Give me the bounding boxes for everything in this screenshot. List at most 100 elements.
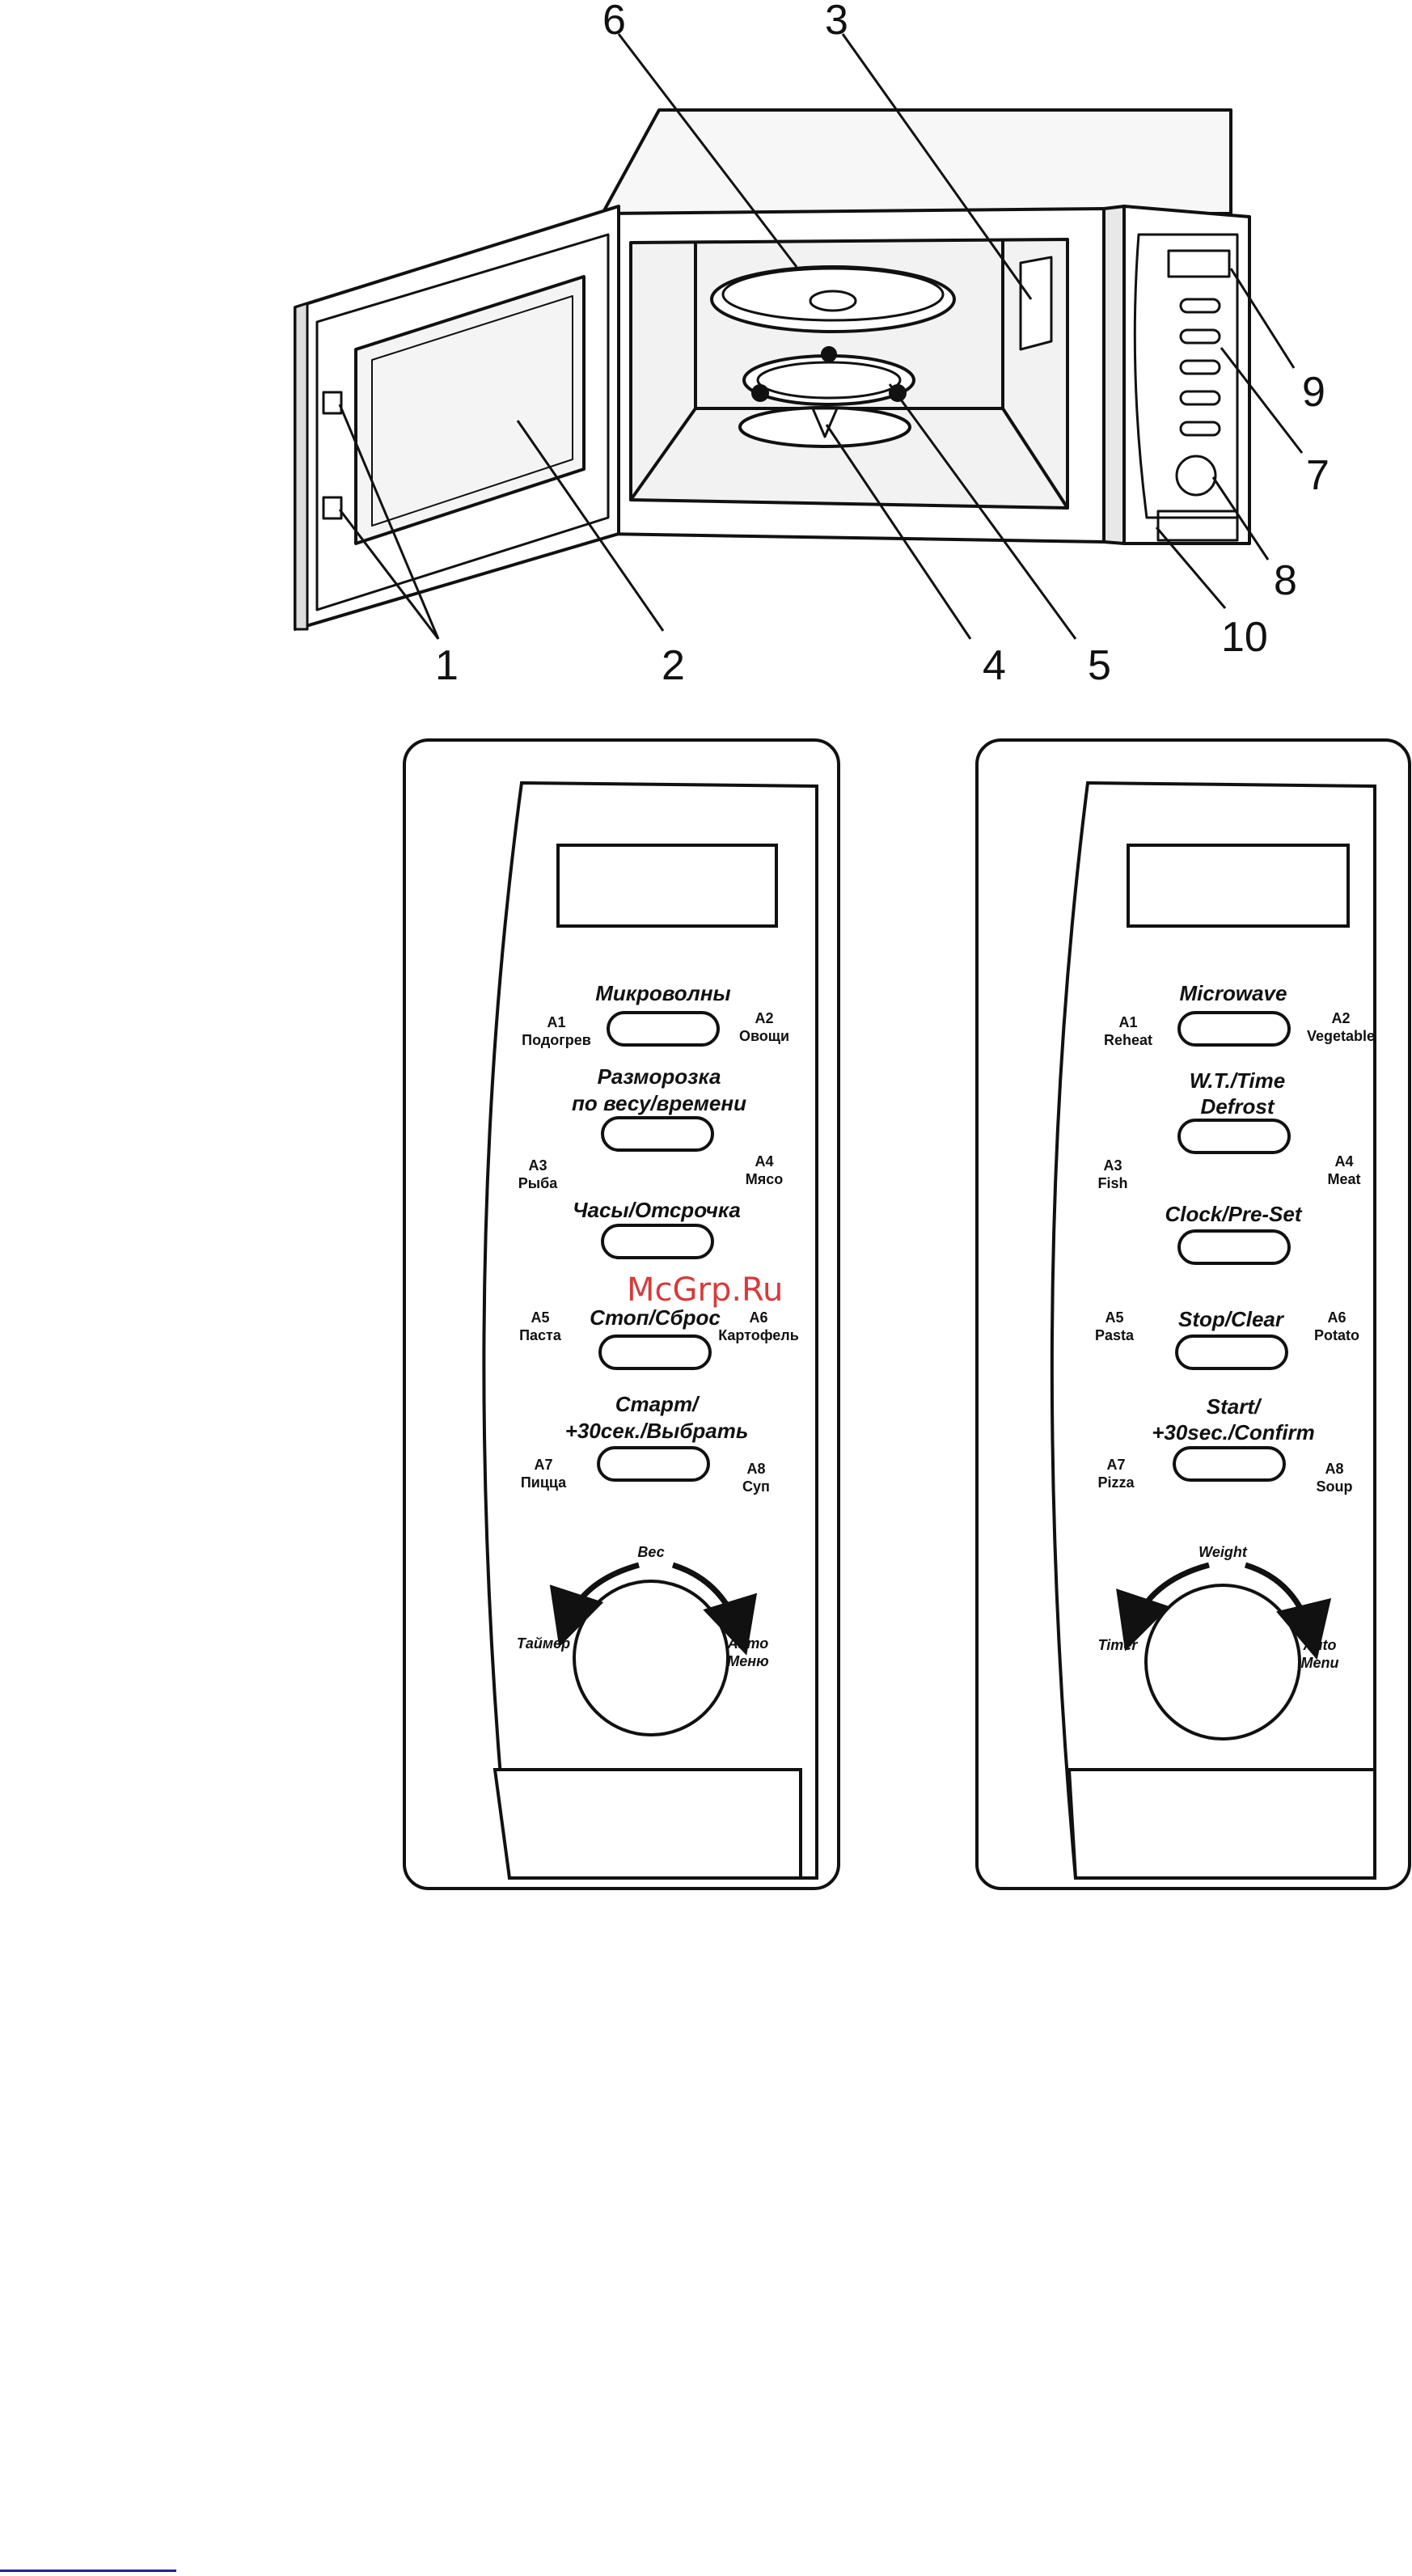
callout-7: 7: [1306, 452, 1330, 499]
en-a6-code: A6: [1327, 1309, 1346, 1326]
ru-a5-name: Паста: [519, 1327, 562, 1343]
door-window-inner: [371, 295, 573, 527]
en-a3-code: A3: [1103, 1157, 1122, 1174]
ru-a6-code: A6: [749, 1309, 767, 1326]
footer-rule: [0, 2570, 176, 2572]
ru-knob[interactable]: [573, 1580, 729, 1736]
ru-defrost-label-2: по весу/времени: [572, 1091, 746, 1115]
en-a5-name: Pasta: [1095, 1327, 1135, 1343]
leader-1b: [338, 509, 440, 640]
en-a1-name: Reheat: [1104, 1032, 1152, 1048]
ru-knob-label-right-2: Меню: [727, 1653, 768, 1669]
leader-1a: [338, 404, 440, 640]
leader-4: [825, 424, 972, 640]
callout-8: 8: [1274, 557, 1297, 604]
leader-3: [841, 33, 1033, 300]
en-a6-name: Potato: [1314, 1327, 1359, 1343]
callout-2: 2: [662, 642, 685, 689]
panel-button-3: [1179, 359, 1221, 375]
roller-wheel-back: [821, 346, 837, 362]
cabinet-top: [601, 108, 1232, 215]
en-defrost-button[interactable]: [1177, 1119, 1291, 1154]
ru-microwave-label: Микроволны: [595, 981, 731, 1005]
ru-stop-button[interactable]: [598, 1335, 712, 1370]
ru-a4-name: Мясо: [746, 1171, 784, 1187]
control-panel-inner: [1133, 233, 1239, 519]
door-window: [354, 275, 586, 545]
leader-7: [1220, 347, 1304, 454]
en-microwave-label: Microwave: [1180, 981, 1287, 1005]
leader-9: [1229, 268, 1296, 369]
ru-knob-arrow-left: [549, 1562, 640, 1648]
en-a1-code: A1: [1118, 1014, 1137, 1030]
panel-button-1: [1179, 298, 1221, 314]
en-a3-name: Fish: [1097, 1175, 1127, 1191]
en-knob[interactable]: [1144, 1584, 1301, 1741]
door-latch-upper: [322, 391, 343, 415]
ru-defrost-button[interactable]: [601, 1116, 714, 1152]
ru-start-button[interactable]: [597, 1446, 710, 1482]
ru-stop-label: Стоп/Сброс: [590, 1305, 721, 1330]
callout-9: 9: [1302, 369, 1325, 416]
en-knob-arrow-left: [1116, 1562, 1210, 1652]
en-clock-button[interactable]: [1177, 1229, 1291, 1265]
glass-tray-rim: [721, 267, 945, 322]
roller-wheel-left: [751, 384, 769, 402]
door-edge: [294, 302, 309, 631]
leader-2: [516, 420, 665, 632]
glass-tray-hub: [809, 290, 857, 312]
en-start-label-2: +30sec./Confirm: [1152, 1420, 1315, 1445]
ru-a1-code: A1: [547, 1014, 565, 1030]
ru-knob-label-left: Таймер: [517, 1635, 570, 1652]
door-latch-lower: [322, 496, 343, 520]
microwave-illustration: [294, 108, 1251, 631]
glass-tray: [710, 265, 956, 333]
cabinet-side: [1102, 205, 1126, 545]
panel-ru-display: [556, 844, 778, 928]
leader-10: [1155, 527, 1227, 609]
roller-shaft: [811, 407, 839, 438]
en-knob-arrow-right: [1244, 1562, 1332, 1660]
en-a8-name: Soup: [1317, 1478, 1353, 1495]
en-microwave-button[interactable]: [1177, 1011, 1291, 1047]
control-panel-ru: Микроволны Разморозка по весу/времени Ча…: [403, 738, 840, 1890]
en-a5-code: A5: [1105, 1309, 1123, 1326]
waveguide-cover: [1019, 256, 1053, 351]
leader-8: [1211, 476, 1270, 560]
en-knob-label-top: Weight: [1199, 1544, 1248, 1560]
ru-start-label-1: Старт/: [615, 1392, 700, 1416]
callout-5: 5: [1088, 642, 1111, 689]
panel-button-2: [1179, 328, 1221, 345]
en-a4-name: Meat: [1327, 1171, 1360, 1187]
leader-5: [888, 383, 1077, 640]
en-knob-label-right-1: Auto: [1303, 1637, 1337, 1653]
en-a7-code: A7: [1106, 1457, 1125, 1473]
leader-lines: [338, 33, 1304, 640]
en-stop-label: Stop/Clear: [1178, 1307, 1285, 1331]
ru-a1-name: Подогрев: [522, 1032, 591, 1048]
ru-microwave-button[interactable]: [607, 1011, 720, 1047]
control-panel-en: Microwave W.T./Time Defrost Clock/Pre-Se…: [975, 738, 1411, 1890]
panel-display: [1167, 249, 1231, 278]
ru-clock-label: Часы/Отсрочка: [573, 1198, 741, 1222]
ru-a3-name: Рыба: [518, 1175, 558, 1191]
panel-knob: [1175, 455, 1217, 497]
en-stop-button[interactable]: [1175, 1335, 1288, 1370]
en-a8-code: A8: [1325, 1461, 1343, 1477]
en-start-button[interactable]: [1173, 1446, 1286, 1482]
ru-defrost-label-1: Разморозка: [598, 1064, 721, 1089]
ru-a2-name: Овощи: [739, 1028, 789, 1044]
en-knob-label-left: Timer: [1098, 1637, 1139, 1653]
ru-clock-button[interactable]: [601, 1224, 714, 1259]
en-knob-label-right-2: Menu: [1301, 1655, 1339, 1671]
panel-en-door-release: [1067, 1768, 1376, 1880]
en-a7-name: Pizza: [1097, 1474, 1135, 1491]
callout-4: 4: [983, 642, 1006, 689]
callout-numbers: 6 3 9 7 8 10 1 2 4 5: [435, 0, 1330, 689]
callout-3: 3: [825, 0, 848, 44]
ru-a6-name: Картофель: [718, 1327, 799, 1343]
ru-a8-code: A8: [746, 1461, 765, 1477]
ru-knob-arrow-right: [671, 1562, 758, 1656]
panel-button-5: [1179, 421, 1221, 437]
en-start-label-1: Start/: [1207, 1394, 1262, 1419]
